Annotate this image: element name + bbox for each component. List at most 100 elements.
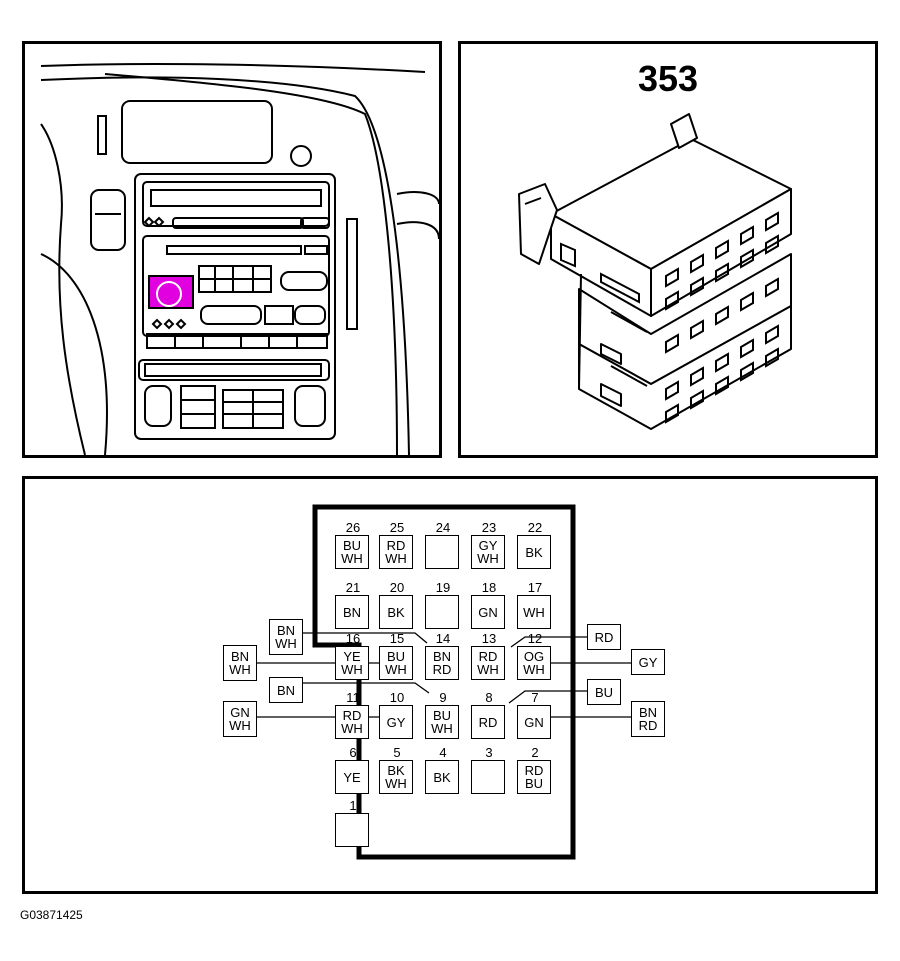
pin-cavity [335, 813, 369, 847]
pin-number: 26 [345, 520, 361, 535]
pin-number: 11 [346, 690, 360, 705]
pin-number: 17 [527, 580, 543, 595]
pin-cavity: GN [517, 705, 551, 739]
wire-color-code: GN [524, 714, 544, 730]
pin-3: 3 [471, 746, 507, 794]
wire-color-code: WH [385, 776, 407, 791]
wire-label-text: RD [638, 718, 658, 733]
pin-number: 9 [439, 690, 447, 705]
wire-color-code: WH [385, 662, 407, 677]
wire-color-code: OG [523, 649, 545, 664]
wire-color-code: WH [523, 604, 545, 620]
wire-label-text: WH [229, 718, 251, 733]
pin-number: 25 [389, 520, 405, 535]
connector-view-panel: 353 [458, 41, 878, 458]
wire-color-code: WH [341, 662, 363, 677]
pin-number: 18 [481, 580, 497, 595]
wire-color-code: BK [525, 544, 543, 560]
wire-color-code: WH [385, 551, 407, 566]
wire-label-text: WH [275, 636, 297, 651]
wire-color-code: GN [478, 604, 498, 620]
pin-number: 23 [481, 520, 497, 535]
pin-1: 1 [335, 799, 371, 847]
pin-number: 13 [481, 631, 497, 646]
pin-cavity: BK [517, 535, 551, 569]
wire-color-code: RD [432, 662, 452, 677]
pin-number: 15 [389, 631, 405, 646]
wire-color-code: BU [432, 708, 452, 723]
wire-label-text: BN [276, 682, 296, 698]
pin-number: 4 [439, 745, 447, 760]
wire-color-code: BK [433, 769, 451, 785]
wire-color-code: RD [386, 538, 406, 553]
pin-cavity: RD [471, 705, 505, 739]
pin-number: 1 [349, 798, 357, 813]
wire-label-text: GY [638, 654, 658, 670]
wire-color-code: BK [387, 604, 405, 620]
wire-color-code: RD [478, 714, 498, 730]
pin-cavity: GY [379, 705, 413, 739]
pin-number: 24 [435, 520, 451, 535]
pin-number: 12 [527, 631, 543, 646]
dashboard-drawing [40, 63, 439, 455]
wire-label-gy: GY [631, 649, 665, 675]
wire-color-code: WH [477, 551, 499, 566]
figure-code: G03871425 [20, 908, 83, 922]
pin-number: 2 [531, 745, 539, 760]
wire-color-code: RD [478, 649, 498, 664]
pin-cavity: GN [471, 595, 505, 629]
wire-label-text: BU [594, 684, 614, 700]
pin-number: 14 [435, 631, 451, 646]
wire-color-code: GY [386, 714, 406, 730]
pin-number: 22 [527, 520, 543, 535]
wire-label-text: RD [594, 629, 614, 645]
pin-19: 19 [425, 581, 461, 629]
wire-color-code: WH [341, 721, 363, 736]
wire-label-text: WH [229, 662, 251, 677]
wire-label-text: BN [276, 623, 296, 638]
pin-cavity [425, 595, 459, 629]
pin-cavity: BN [335, 595, 369, 629]
wire-label-text: BN [638, 705, 658, 720]
pin-number: 3 [485, 745, 493, 760]
wire-color-code: WH [523, 662, 545, 677]
pin-cavity [425, 535, 459, 569]
pin-number: 20 [389, 580, 405, 595]
location-view-panel [22, 41, 442, 458]
wire-color-code: GY [478, 538, 498, 553]
wire-label-rd: RD [587, 624, 621, 650]
wire-color-code: BU [342, 538, 362, 553]
pin-number: 5 [393, 745, 401, 760]
pin-number: 16 [345, 631, 361, 646]
